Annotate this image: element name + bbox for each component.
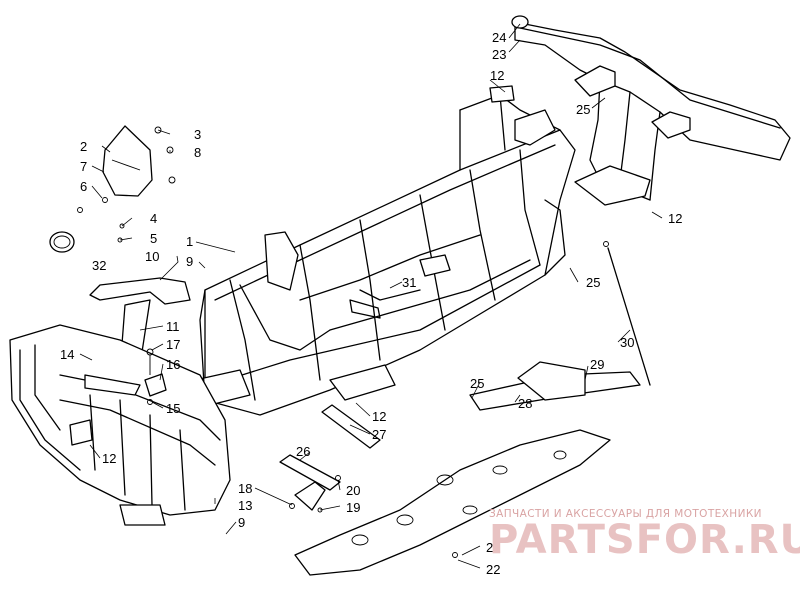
callout-25-mid: 25 [586,275,600,290]
callout-13: 13 [238,498,252,513]
clamp-ring [49,231,75,253]
callout-26: 26 [296,444,310,459]
callout-21: 21 [486,540,500,555]
callout-15: 15 [166,401,180,416]
frame-bar-27 [321,404,381,449]
callout-7: 7 [80,159,87,174]
callout-19: 19 [346,500,360,515]
callout-2: 2 [80,139,87,154]
callout-labels: 24 23 12 25 3 8 2 7 6 4 5 1 9 10 32 11 1… [60,30,682,577]
callout-25-top: 25 [576,102,590,117]
callout-12-left: 12 [102,451,116,466]
mount-bracket [289,475,341,513]
skid-plate [294,429,611,576]
callout-12-center: 12 [372,409,386,424]
callout-24: 24 [492,30,506,45]
front-bumper [9,324,231,526]
main-frame [194,85,576,416]
callout-3: 3 [194,127,201,142]
callout-23: 23 [492,47,506,62]
callout-5: 5 [150,231,157,246]
callout-28: 28 [518,396,532,411]
frame-bar-26 [279,454,341,491]
callout-16: 16 [166,357,180,372]
callout-9-lower: 9 [238,515,245,530]
callout-30: 30 [620,335,634,350]
callout-9-upper: 9 [186,254,193,269]
callout-12-top: 12 [490,68,504,83]
callout-18: 18 [238,481,252,496]
callout-31: 31 [402,275,416,290]
callout-20: 20 [346,483,360,498]
callout-14: 14 [60,347,74,362]
callout-32: 32 [92,258,106,273]
callout-25-lower: 25 [470,376,484,391]
leader-lines [79,23,663,569]
callout-1: 1 [186,234,193,249]
callout-22: 22 [486,562,500,577]
footrest-bracket [469,241,651,411]
watermark-brand: PARTSFOR.RU [489,517,800,563]
callout-27: 27 [372,427,386,442]
rear-rack-tube [511,15,791,206]
callout-11: 11 [166,319,180,334]
watermark: ЗАПЧАСТИ И АКСЕССУАРЫ ДЛЯ МОТОТЕХНИКИ PA… [489,508,800,563]
callout-10: 10 [145,249,159,264]
callout-17: 17 [166,337,180,352]
headlight-guard [77,125,176,243]
callout-29: 29 [590,357,604,372]
callout-4: 4 [150,211,157,226]
callout-6: 6 [80,179,87,194]
callout-8: 8 [194,145,201,160]
bumper-hardware [144,348,167,405]
watermark-tagline: ЗАПЧАСТИ И АКСЕССУАРЫ ДЛЯ МОТОТЕХНИКИ [489,508,762,520]
callout-12-right: 12 [668,211,682,226]
